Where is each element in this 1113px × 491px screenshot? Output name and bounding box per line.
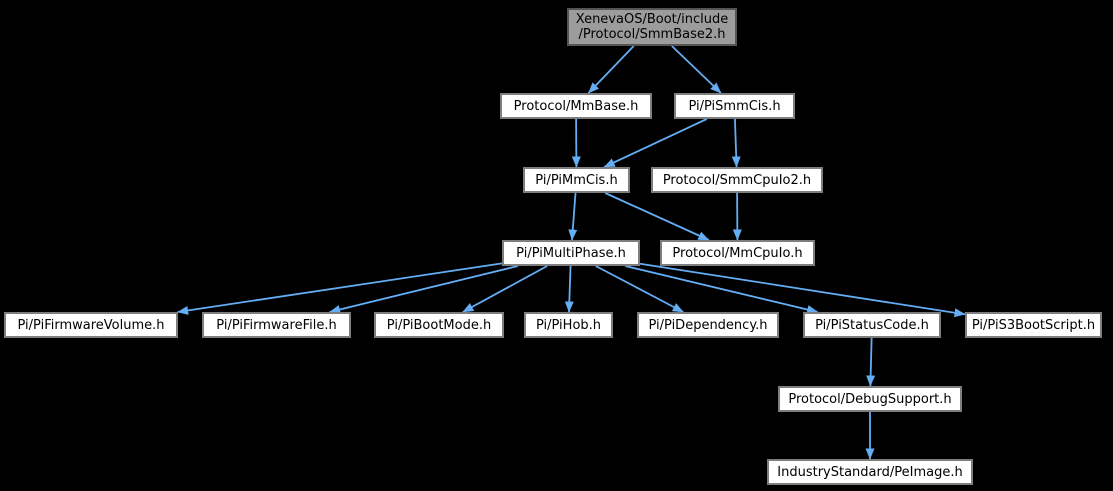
graph-node-boot-mode[interactable]: Pi/PiBootMode.h [374, 312, 504, 338]
graph-node-debug-support[interactable]: Protocol/DebugSupport.h [778, 386, 962, 412]
edge-smm-base2-to-mm-base [587, 45, 635, 94]
edge-status-code-to-debug-support [866, 337, 876, 387]
graph-node-s3-boot-script[interactable]: Pi/PiS3BootScript.h [965, 312, 1102, 338]
graph-node-pe-image[interactable]: IndustryStandard/PeImage.h [767, 459, 973, 485]
edge-pi-mm-cis-to-pi-multi-phase [568, 192, 578, 241]
graph-node-pi-smm-cis[interactable]: Pi/PiSmmCis.h [674, 93, 795, 119]
edge-smm-base2-to-pi-smm-cis [671, 45, 722, 94]
graph-node-status-code[interactable]: Pi/PiStatusCode.h [803, 312, 941, 338]
graph-node-pi-multi-phase[interactable]: Pi/PiMultiPhase.h [502, 240, 640, 266]
graph-node-firmware-file[interactable]: Pi/PiFirmwareFile.h [202, 312, 351, 338]
graph-node-pi-mm-cis[interactable]: Pi/PiMmCis.h [523, 167, 630, 193]
graph-node-hob[interactable]: Pi/PiHob.h [524, 312, 613, 338]
edge-pi-multi-phase-to-dependency [595, 265, 684, 313]
graph-node-smm-base2: XenevaOS/Boot/include /Protocol/SmmBase2… [567, 8, 737, 46]
edge-pi-multi-phase-to-firmware-file [329, 265, 519, 314]
edge-pi-multi-phase-to-boot-mode [462, 265, 548, 313]
edge-pi-multi-phase-to-s3-boot-script [639, 262, 966, 318]
edge-pi-multi-phase-to-hob [564, 265, 574, 313]
graph-node-firmware-volume[interactable]: Pi/PiFirmwareVolume.h [4, 312, 178, 338]
edge-pi-smm-cis-to-smm-cpu-io2 [731, 118, 741, 168]
graph-node-mm-cpu-io[interactable]: Protocol/MmCpuIo.h [660, 240, 815, 266]
graph-node-mm-base[interactable]: Protocol/MmBase.h [500, 93, 652, 119]
graph-node-dependency[interactable]: Pi/PiDependency.h [637, 312, 779, 338]
edge-pi-multi-phase-to-firmware-volume [177, 262, 503, 315]
edge-pi-mm-cis-to-mm-cpu-io [604, 192, 710, 241]
graph-node-smm-cpu-io2[interactable]: Protocol/SmmCpuIo2.h [651, 167, 823, 193]
edge-pi-multi-phase-to-status-code [625, 265, 819, 314]
edge-pi-smm-cis-to-pi-mm-cis [603, 118, 708, 168]
